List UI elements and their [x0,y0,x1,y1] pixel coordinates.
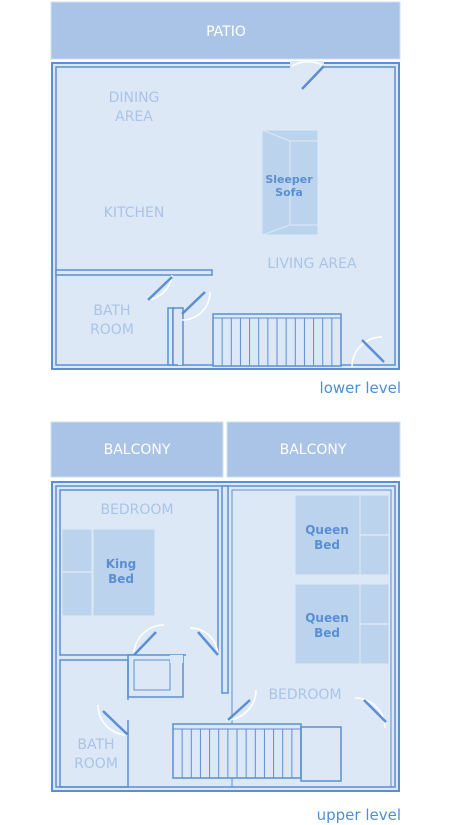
lower-staircase [212,313,342,367]
patio-door [301,65,325,90]
upper-bath-door-swing [97,704,129,736]
king-bed: King Bed [61,528,156,617]
left-closet-door [197,631,219,656]
closet-door-swing [181,291,211,321]
upper-staircase [172,723,342,782]
upper-closet-door [363,699,387,723]
corridor-door-swing [225,689,257,721]
closet-door2-swing [189,627,219,657]
corridor-door [227,699,251,721]
queen-bed-2: Queen Bed [294,583,390,665]
central-partition [221,485,229,694]
patio-label: PATIO [206,24,246,40]
upper-bath-label-line1: BATH [77,737,114,753]
upper-outer-wall [51,481,400,792]
upper-bath-door [102,710,129,736]
balcony-left-area [50,421,224,478]
sleeper-sofa: Sleeper Sofa [261,129,319,236]
kitchen-bath-wall [55,269,213,276]
dining-label-line1: DINING [109,90,160,106]
living-area-label: LIVING AREA [267,256,357,272]
right-bedroom-wall [231,489,392,788]
left-bedroom-label: BEDROOM [100,502,173,518]
upper-closet-door-swing [354,697,386,729]
right-bedroom-label: BEDROOM [268,687,341,703]
upper-bath-wall [59,659,129,788]
lower-bath-label-line1: BATH [93,303,130,319]
queen-bed-2-label-line1: Queen [305,611,349,625]
upper-level-plan: BALCONY BALCONY [50,421,401,824]
lower-level-plan: PATIO [50,1,401,397]
upper-level-label: upper level [317,806,401,824]
balcony-right-area [226,421,401,478]
bath-door [147,276,173,301]
queen-bed-1: Queen Bed [294,494,390,576]
balcony-right-label: BALCONY [280,442,347,458]
lower-bath-label-line2: ROOM [90,322,134,338]
upper-bath-label-line2: ROOM [74,756,118,772]
lower-level-label: lower level [320,379,401,397]
kitchen-label: KITCHEN [104,205,165,221]
lower-exit-door-swing [351,336,383,368]
patio-area [50,1,401,60]
sofa-label-line1: Sleeper [265,173,313,186]
queen-bed-2-label-line2: Bed [314,626,340,640]
sofa-label-line2: Sofa [275,186,303,199]
dining-label-line2: AREA [115,109,153,125]
patio-door-swing [291,60,325,67]
lower-outer-wall [51,62,400,370]
queen-bed-1-label-line1: Queen [305,523,349,537]
king-bed-label-line2: Bed [108,572,134,586]
lower-exit-door [361,339,385,363]
closet-door [181,291,206,315]
queen-bed-1-label-line2: Bed [314,538,340,552]
king-bed-label-line1: King [106,557,137,571]
left-bedroom-door [133,631,157,656]
bedroom-door-swing [133,624,165,656]
balcony-left-label: BALCONY [104,442,171,458]
